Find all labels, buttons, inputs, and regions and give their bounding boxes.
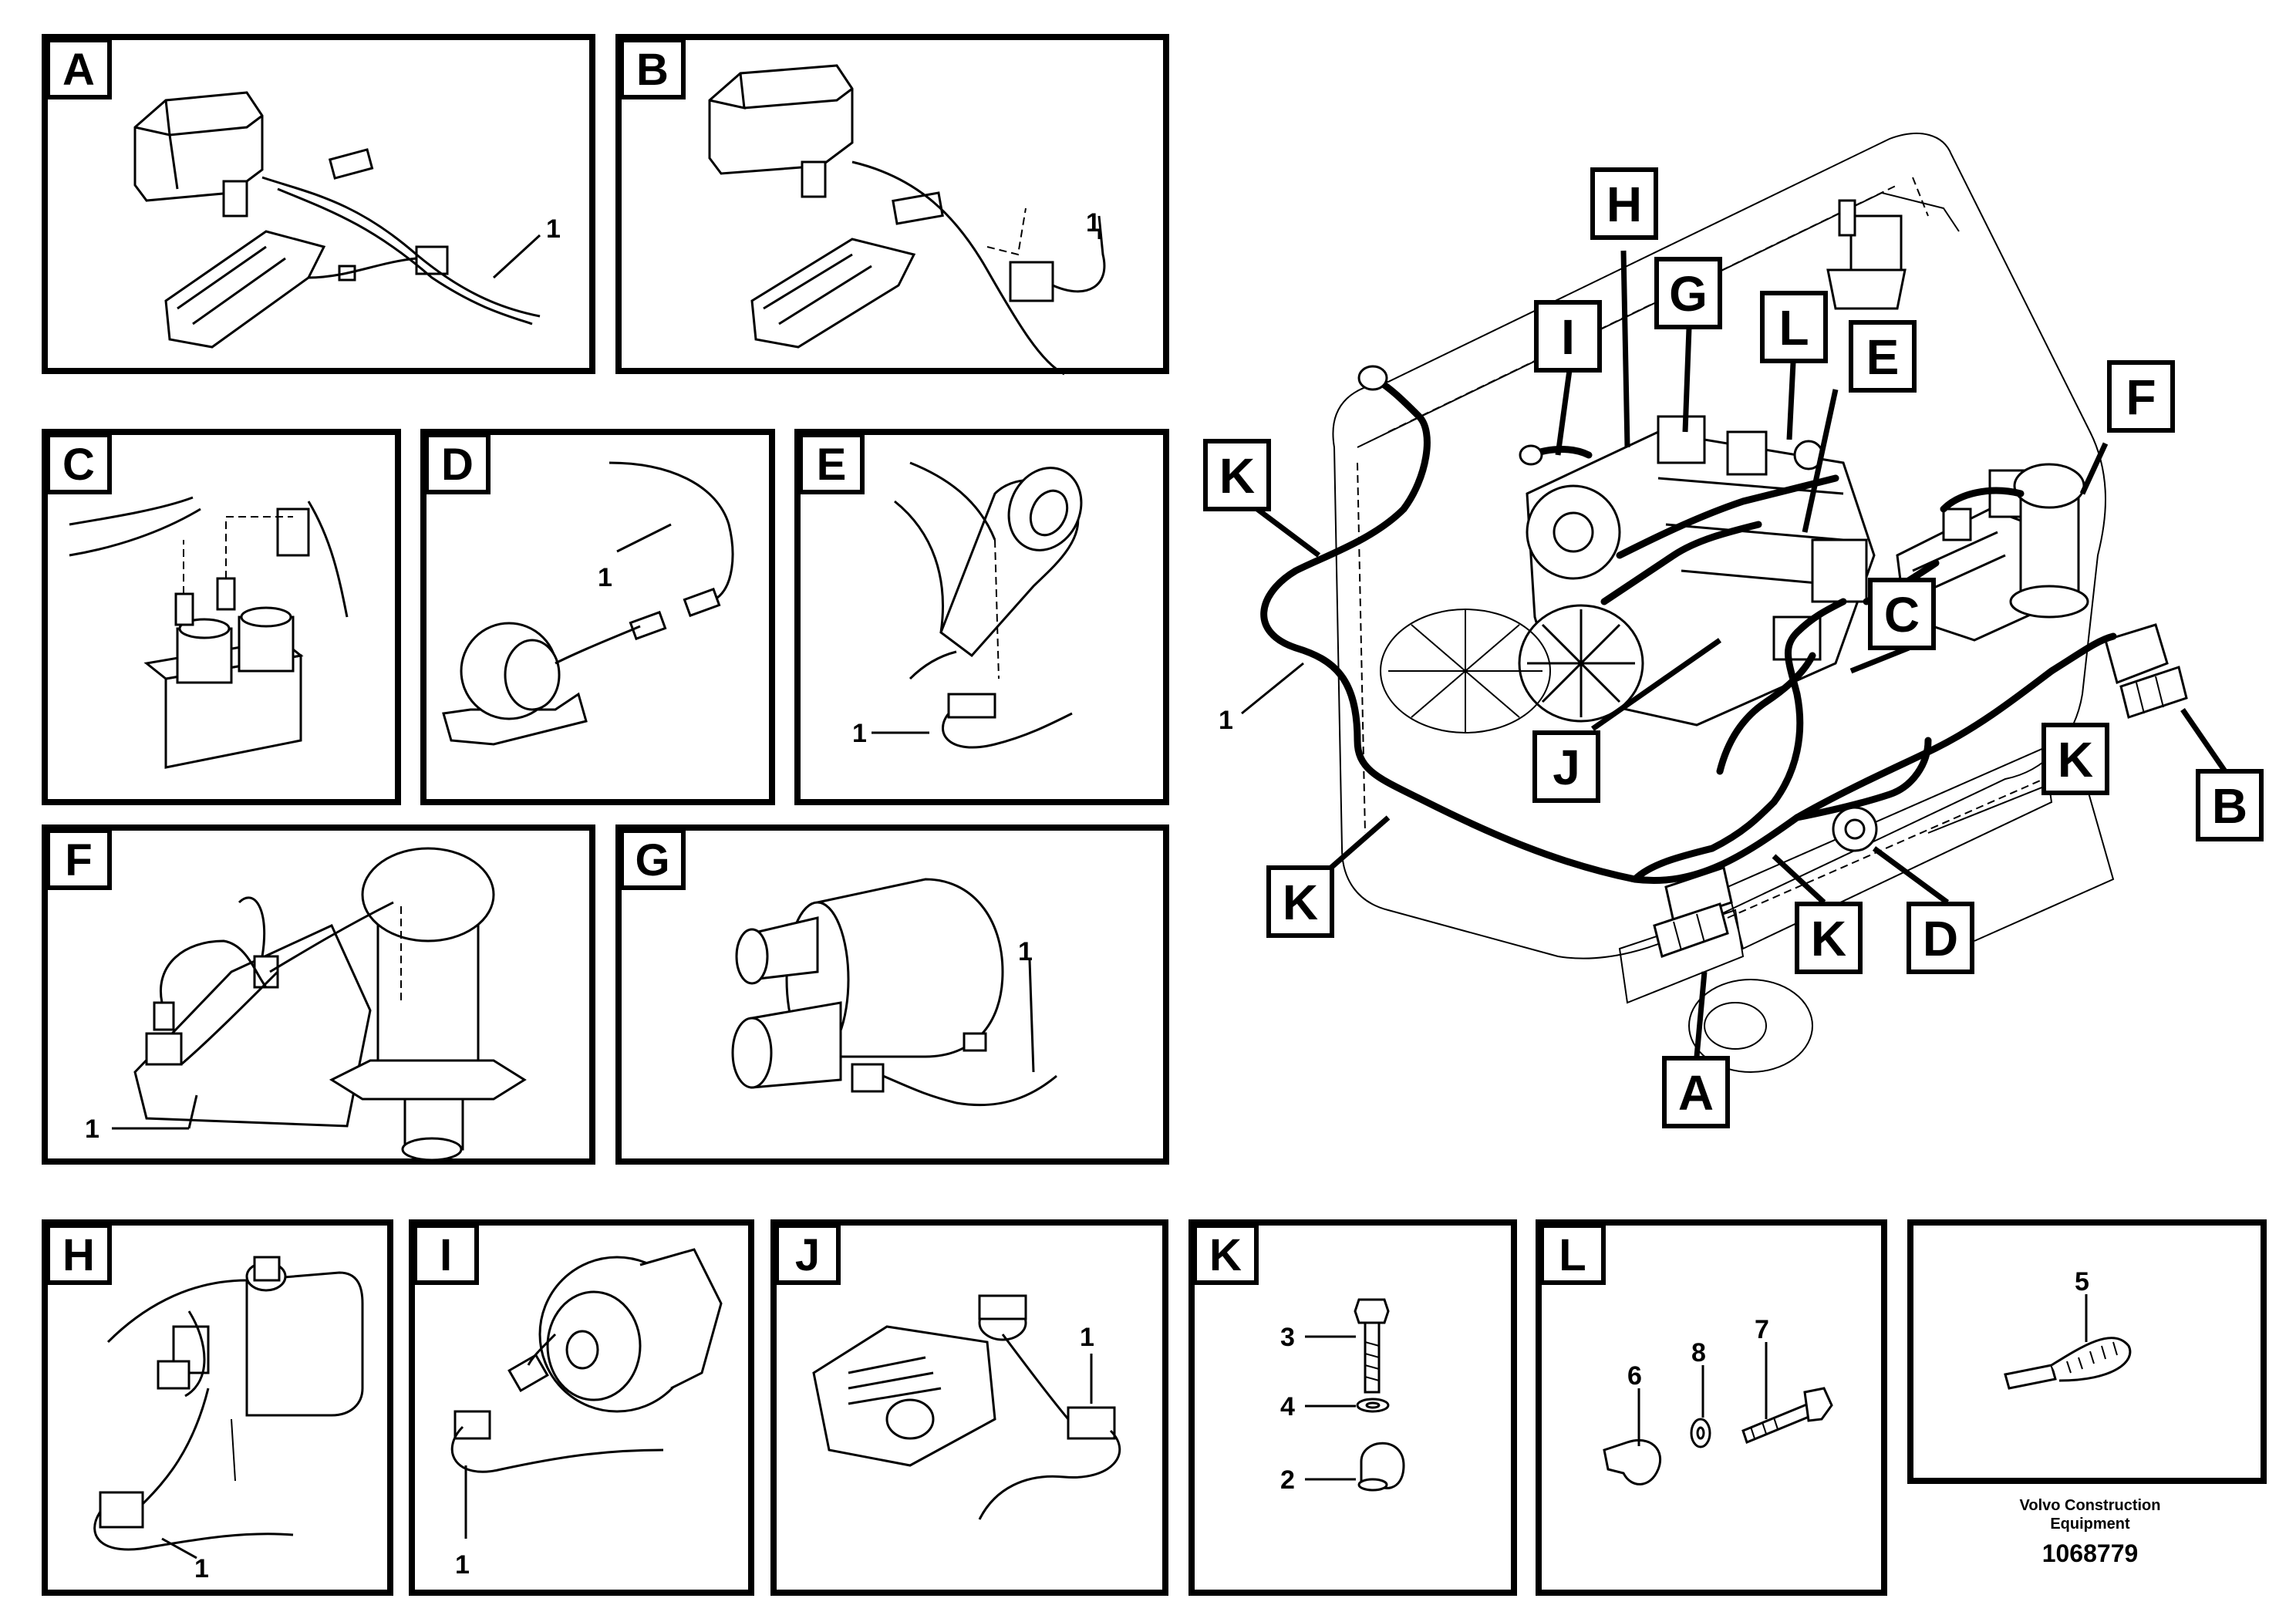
panel-c-label: C (62, 440, 95, 490)
overview-callout-e: E (1866, 329, 1900, 385)
panel-j: J 1 (770, 1219, 1168, 1596)
work-light-b (2104, 623, 2188, 719)
overview-callout-a: A (1678, 1065, 1714, 1121)
work-light-illustration (133, 91, 449, 349)
panel-a: A 1 (42, 34, 595, 374)
brand-line-2: Equipment (2050, 1516, 2130, 1533)
overview-callout-i: I (1561, 309, 1575, 365)
overview-callout-k-bottom: K (1811, 911, 1846, 966)
panel-k-callout-3: 3 (1280, 1323, 1295, 1352)
panel-b-label: B (636, 45, 669, 95)
panel-j-callout-1: 1 (1080, 1323, 1094, 1352)
overview-callout-g: G (1669, 266, 1708, 322)
bolt-icon (1741, 1387, 1833, 1444)
panel-i: I 1 (409, 1219, 754, 1596)
engine-sensor-illustration (812, 1294, 1116, 1467)
panel-f: F 1 (42, 824, 595, 1165)
panel-a-label: A (62, 45, 95, 95)
overview-callout-c: C (1884, 587, 1920, 642)
cable-tie-icon (2004, 1337, 2132, 1390)
overview-callout-k-right: K (2058, 732, 2093, 787)
overview-harness-callout-1: 1 (1219, 706, 1233, 735)
coolant-tank-illustration (99, 1256, 364, 1529)
panel-c: C (42, 429, 401, 805)
panel-e-label: E (817, 440, 847, 490)
panel-cable-tie: 5 (1907, 1219, 2267, 1484)
overview-callout-d: D (1923, 911, 1958, 966)
panel-i-callout-1: 1 (455, 1550, 470, 1580)
panel-l-callout-7: 7 (1755, 1315, 1769, 1344)
panel-l-callout-6: 6 (1627, 1361, 1642, 1391)
overview-callout-f: F (2126, 369, 2156, 425)
panel-k-callout-4: 4 (1280, 1392, 1295, 1421)
panel-h: H 1 (42, 1219, 393, 1596)
panel-h-callout-1: 1 (194, 1554, 209, 1583)
bolt-icon (1354, 1298, 1390, 1394)
clamp-icon (1603, 1438, 1662, 1485)
panel-g-label: G (635, 835, 669, 885)
horn-illustration (939, 467, 1083, 719)
air-filter-indicator-illustration (133, 847, 527, 1162)
washer-icon (1690, 1418, 1711, 1448)
travel-alarm-d (1832, 806, 1878, 852)
document-footer: Volvo Construction Equipment 1068779 (1974, 1496, 2206, 1568)
work-light-illustration (708, 64, 1054, 349)
overview-callout-h: H (1607, 177, 1642, 232)
panel-k-label: K (1209, 1230, 1242, 1280)
panel-g-callout-1: 1 (1018, 937, 1033, 966)
clamp-icon (1357, 1442, 1405, 1492)
panel-d-callout-1: 1 (598, 563, 612, 592)
panel-h-label: H (62, 1230, 95, 1280)
document-number: 1068779 (2041, 1539, 2139, 1567)
solenoid-illustration (1826, 199, 1907, 310)
panel-tie-callout-5: 5 (2075, 1267, 2089, 1297)
panel-a-callout-1: 1 (546, 214, 561, 244)
panel-b: B 1 (615, 34, 1169, 376)
panel-j-label: J (795, 1230, 820, 1280)
panel-e-callout-1: 1 (852, 719, 867, 748)
brand-line-1: Volvo Construction (2019, 1497, 2161, 1514)
air-filter-illustration (2009, 463, 2089, 619)
overview-callout-k-left: K (1283, 875, 1318, 930)
machine-overview: H G I L E F K C J K B K D K A 1 (1203, 133, 2264, 1128)
panel-e: E 1 (794, 429, 1169, 805)
overview-callout-b: B (2212, 778, 2247, 834)
starter-motor-illustration (731, 878, 1004, 1093)
panel-i-label: I (440, 1230, 452, 1280)
overview-callout-l: L (1778, 300, 1809, 356)
panel-d: D 1 (420, 429, 775, 805)
panel-l-label: L (1559, 1230, 1586, 1280)
panel-k-callout-2: 2 (1280, 1465, 1295, 1495)
fan-illustration (1380, 609, 1551, 733)
travel-alarm-illustration (442, 587, 721, 746)
overview-callout-j: J (1553, 740, 1580, 795)
overview-callout-k-top: K (1219, 448, 1255, 504)
panel-l-callout-8: 8 (1691, 1338, 1706, 1367)
solenoid-valve-illustration (143, 508, 310, 769)
panel-l: L 6 8 7 (1536, 1219, 1887, 1596)
panel-g: G 1 (615, 824, 1169, 1165)
panel-f-callout-1: 1 (85, 1114, 99, 1144)
alternator-illustration (453, 1248, 723, 1440)
panel-k: K 3 4 2 (1188, 1219, 1517, 1596)
washer-icon (1356, 1398, 1390, 1413)
panel-d-label: D (441, 440, 474, 490)
panel-f-label: F (65, 835, 92, 885)
panel-b-callout-1: 1 (1086, 208, 1101, 238)
